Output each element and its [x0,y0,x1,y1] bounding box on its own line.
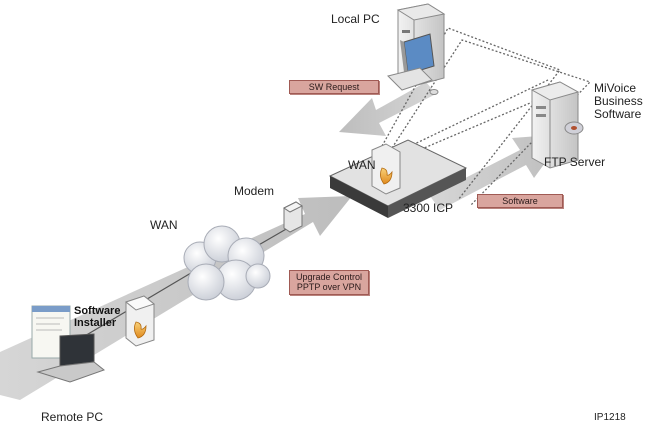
sw-request-tag: SW Request [289,80,379,94]
sw-request-arrow [339,82,436,136]
modem-icon [283,201,303,233]
icp-label: 3300 ICP [403,201,454,215]
ftp-server-label: FTP Server [544,155,606,169]
remote-pc-laptop-icon [31,305,106,383]
local-pc-label: Local PC [331,12,380,26]
software-tag: Software [477,194,563,208]
upgrade-control-tag: Upgrade Control PPTP over VPN [289,270,369,295]
ftp-server-icon [530,81,584,169]
software-installer-label: Software Installer [74,305,121,329]
modem-label: Modem [234,184,275,198]
icp-controller-icon [328,139,468,218]
wan-cloud-label: WAN [150,218,178,232]
local-pc-icon [387,3,446,95]
figure-id-label: IP1218 [594,412,626,423]
mivoice-software-label: MiVoice Business Software [594,81,643,121]
icp-wan-label: WAN [348,158,376,172]
remote-pc-label: Remote PC [41,410,104,424]
wan-cloud-icon [183,225,271,301]
remote-firewall-icon [124,295,156,347]
